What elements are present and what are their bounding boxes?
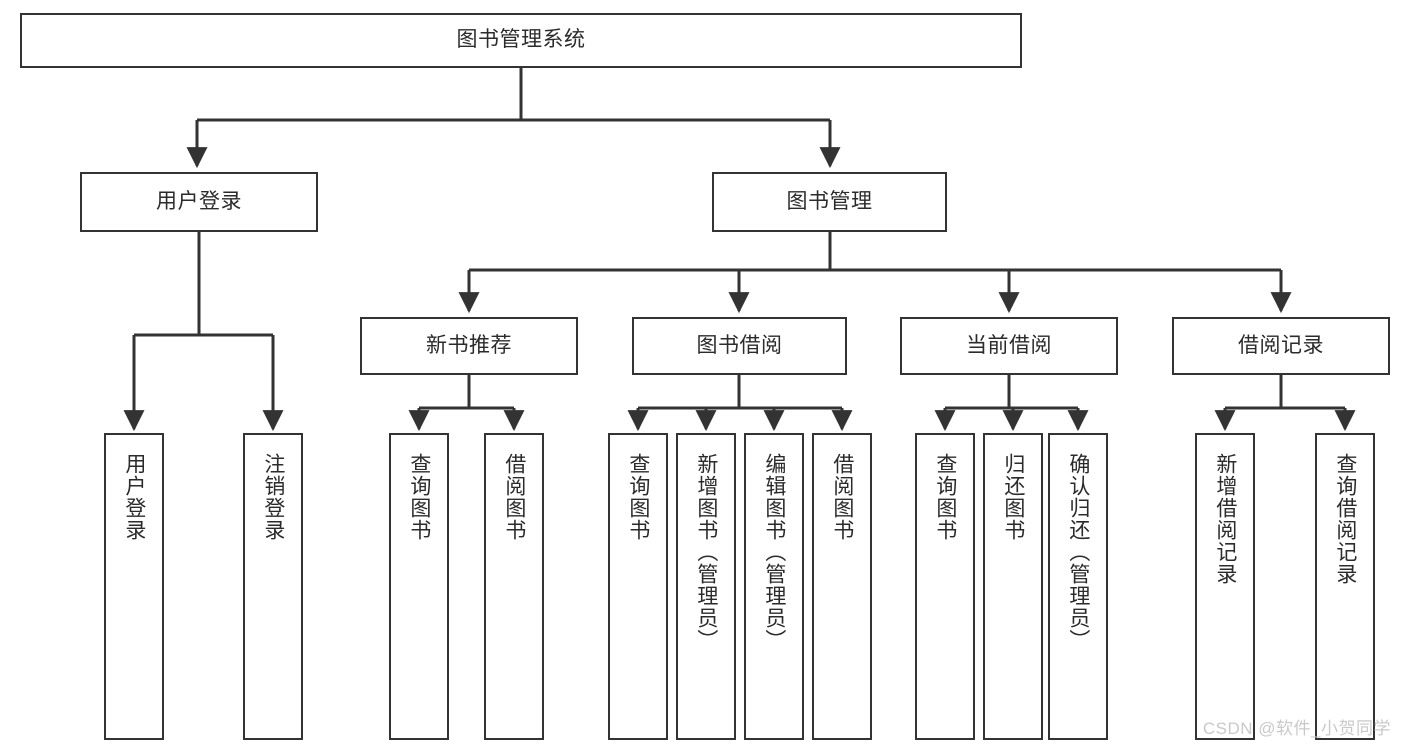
node-borrow-record[interactable]: 借阅记录	[1172, 317, 1390, 375]
node-label: 新书推荐	[426, 333, 512, 357]
node-user-login[interactable]: 用户登录	[80, 172, 318, 232]
leaf-edit-book[interactable]: 编辑图书（管理员）	[744, 433, 804, 740]
node-label: 用户登录	[156, 189, 242, 213]
leaf-query-book-current[interactable]: 查询图书	[915, 433, 975, 740]
node-label: 当前借阅	[966, 333, 1052, 357]
node-label: 图书管理系统	[456, 28, 586, 52]
node-label: 图书管理	[786, 189, 873, 213]
node-label: 查询图书	[626, 453, 650, 541]
node-label: 借阅记录	[1238, 333, 1324, 357]
leaf-user-login[interactable]: 用户登录	[104, 433, 164, 740]
node-book-manage[interactable]: 图书管理	[712, 172, 947, 232]
node-book-borrow[interactable]: 图书借阅	[632, 317, 847, 375]
node-label: 编辑图书（管理员）	[762, 453, 786, 651]
node-current-borrow[interactable]: 当前借阅	[900, 317, 1118, 375]
node-label: 查询图书	[933, 453, 957, 541]
leaf-add-borrow-record[interactable]: 新增借阅记录	[1195, 433, 1255, 740]
node-label: 归还图书	[1001, 453, 1025, 541]
leaf-query-book-borrow[interactable]: 查询图书	[608, 433, 668, 740]
leaf-confirm-return[interactable]: 确认归还（管理员）	[1048, 433, 1108, 740]
watermark: CSDN @软件_小贺同学	[1202, 719, 1391, 738]
node-label: 确认归还（管理员）	[1066, 453, 1090, 651]
leaf-borrow-book[interactable]: 借阅图书	[812, 433, 872, 740]
leaf-add-book[interactable]: 新增图书（管理员）	[676, 433, 736, 740]
leaf-query-book-new[interactable]: 查询图书	[389, 433, 449, 740]
node-label: 查询图书	[407, 453, 431, 541]
node-label: 注销登录	[261, 453, 285, 541]
node-label: 查询借阅记录	[1333, 453, 1357, 585]
node-root-system[interactable]: 图书管理系统	[20, 13, 1022, 68]
node-label: 新增图书（管理员）	[694, 453, 718, 651]
node-new-book-recommend[interactable]: 新书推荐	[360, 317, 578, 375]
leaf-borrow-book-new[interactable]: 借阅图书	[484, 433, 544, 740]
leaf-return-book[interactable]: 归还图书	[983, 433, 1043, 740]
leaf-query-borrow-record[interactable]: 查询借阅记录	[1315, 433, 1375, 740]
leaf-logout[interactable]: 注销登录	[243, 433, 303, 740]
node-label: 图书借阅	[696, 333, 783, 357]
node-label: 用户登录	[122, 453, 146, 541]
node-label: 借阅图书	[502, 453, 526, 541]
node-label: 新增借阅记录	[1213, 453, 1237, 585]
node-label: 借阅图书	[830, 453, 854, 541]
